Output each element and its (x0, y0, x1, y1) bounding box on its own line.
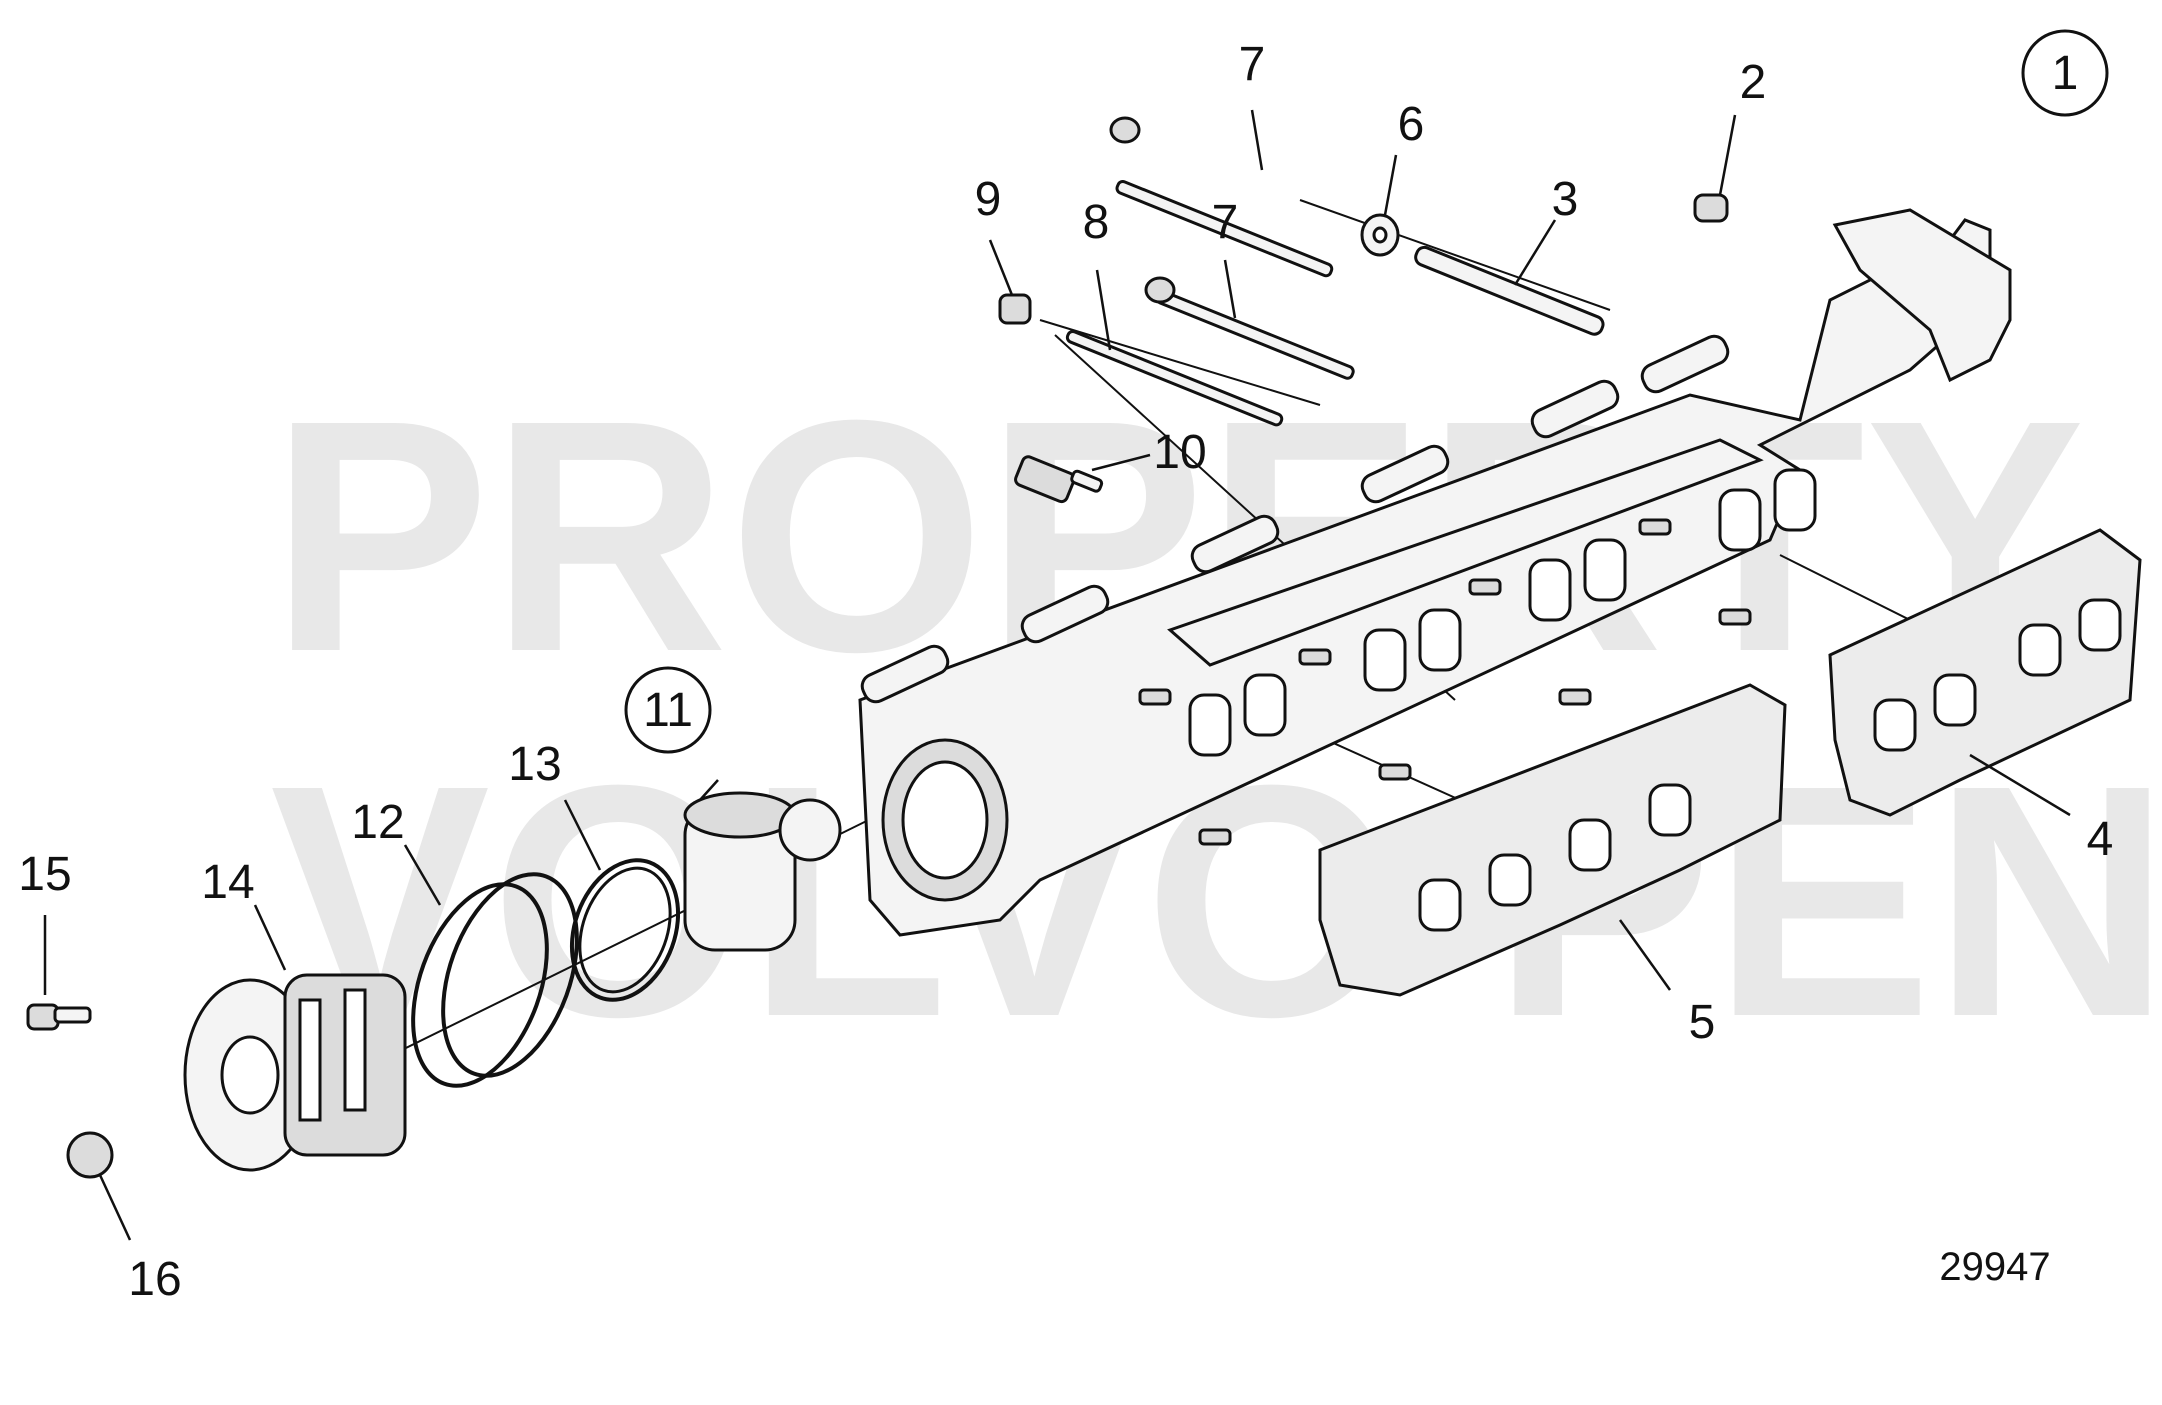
plug-16 (66, 1131, 114, 1179)
callout-15: 15 (18, 848, 71, 901)
callout-11-circle (624, 666, 712, 754)
screw-15 (26, 1003, 92, 1031)
seal-ring-13 (569, 858, 681, 1002)
exhaust-ports (1188, 468, 1817, 757)
nut-2 (1693, 193, 1729, 223)
callout-5: 5 (1689, 996, 1716, 1049)
cover-14 (183, 973, 407, 1172)
callout-7-upper: 7 (1239, 38, 1266, 91)
exhaust-manifold (858, 208, 2012, 937)
callout-4: 4 (2087, 813, 2114, 866)
callout-6: 6 (1398, 98, 1425, 151)
thermostat-11 (683, 791, 842, 952)
callout-8: 8 (1083, 196, 1110, 249)
callout-14: 14 (201, 856, 254, 909)
callout-2: 2 (1740, 56, 1767, 109)
gasket-5 (1318, 683, 1787, 997)
figure-number-circle (2021, 29, 2109, 117)
callout-10: 10 (1153, 426, 1206, 479)
bolt-7-upper (1109, 116, 1334, 278)
drawing-number: 29947 (1939, 1245, 2050, 1289)
callout-11: 11 (643, 684, 693, 737)
callout-12: 12 (351, 796, 404, 849)
callout-9: 9 (975, 173, 1002, 226)
nut-9 (998, 293, 1032, 325)
o-rings-12 (411, 872, 579, 1088)
figure-number: 1 (2052, 47, 2079, 100)
callout-7-lower: 7 (1212, 196, 1239, 249)
sleeve-3 (1414, 245, 1605, 336)
callout-3: 3 (1552, 173, 1579, 226)
gasket-4 (1828, 528, 2142, 817)
bolt-bosses (860, 334, 1730, 704)
sensor-10 (1014, 455, 1104, 504)
callouts: 1 2 3 4 5 6 7 7 8 9 10 11 12 13 14 15 16… (18, 29, 2114, 1306)
leader-lines (43, 109, 2071, 1241)
washer-6 (1360, 213, 1400, 257)
callout-13: 13 (508, 738, 561, 791)
bolt-7-lower (1144, 276, 1355, 380)
manifold-studs (1138, 518, 1752, 846)
callout-16: 16 (128, 1253, 181, 1306)
stud-8 (1065, 330, 1284, 427)
